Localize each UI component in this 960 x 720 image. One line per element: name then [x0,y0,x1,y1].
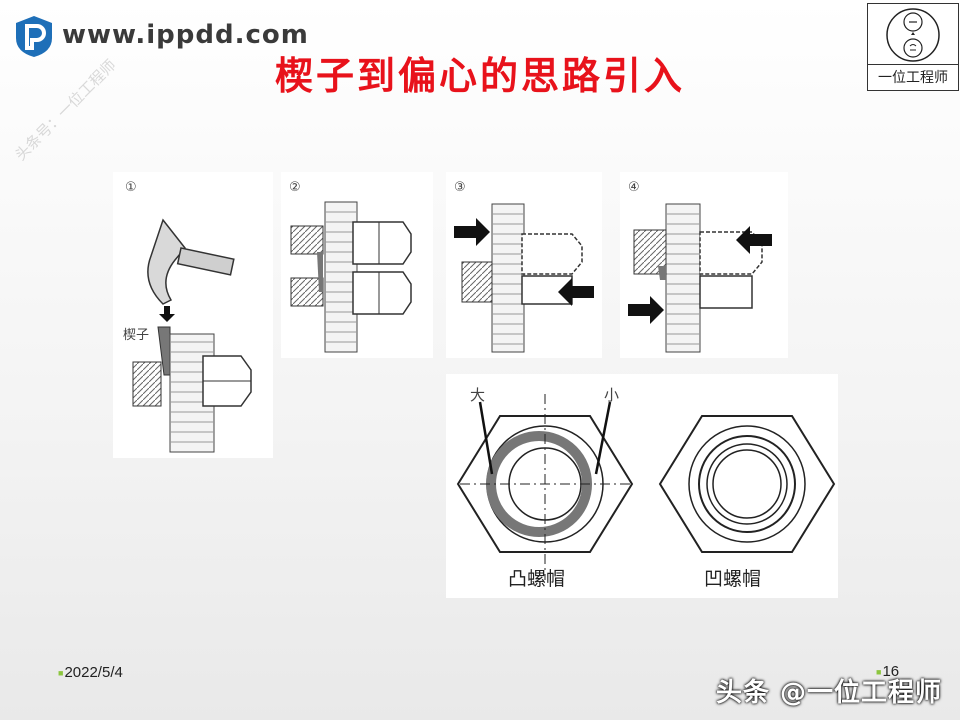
page-number: ■16 [876,663,899,680]
figure-step-2: ② [281,172,433,358]
step-number: ① [125,180,137,195]
convex-nut-label: 凸螺帽 [508,568,566,590]
page-number-text: 16 [882,663,900,680]
seal-icon [886,8,940,62]
eccentric-lock-illustration [628,203,772,353]
corner-watermark: 头条 @一位工程师 [715,678,942,708]
figure-step-3: ③ [446,172,602,358]
seal-logo: 一位工程师 [867,3,959,91]
hammer-wedge-illustration [132,218,252,453]
bullet-icon: ■ [876,667,882,678]
step-number: ④ [628,180,640,195]
slide-date: ■2022/5/4 [58,664,123,681]
site-logo-icon [16,16,52,57]
slide-title: 楔子到偏心的思路引入 [274,54,685,98]
date-text: 2022/5/4 [64,664,123,681]
small-label: 小 [604,386,620,404]
seal-label: 一位工程师 [868,64,958,87]
bullet-icon: ■ [58,668,64,679]
figure-step-1: ① 楔子 [113,172,273,458]
eccentric-push-illustration [454,203,594,353]
site-url: www.ippdd.com [62,20,309,50]
step-number: ③ [454,180,466,195]
concave-nut-label: 凹螺帽 [704,568,762,590]
wedge-label: 楔子 [123,328,150,343]
nut-comparison-illustration [456,394,836,580]
step-number: ② [289,180,301,195]
figure-nut-top-views: 大 小 凸螺帽 凹螺帽 [446,374,838,598]
big-label: 大 [470,386,486,404]
double-nut-illustration [290,201,412,353]
figure-step-4: ④ [620,172,788,358]
